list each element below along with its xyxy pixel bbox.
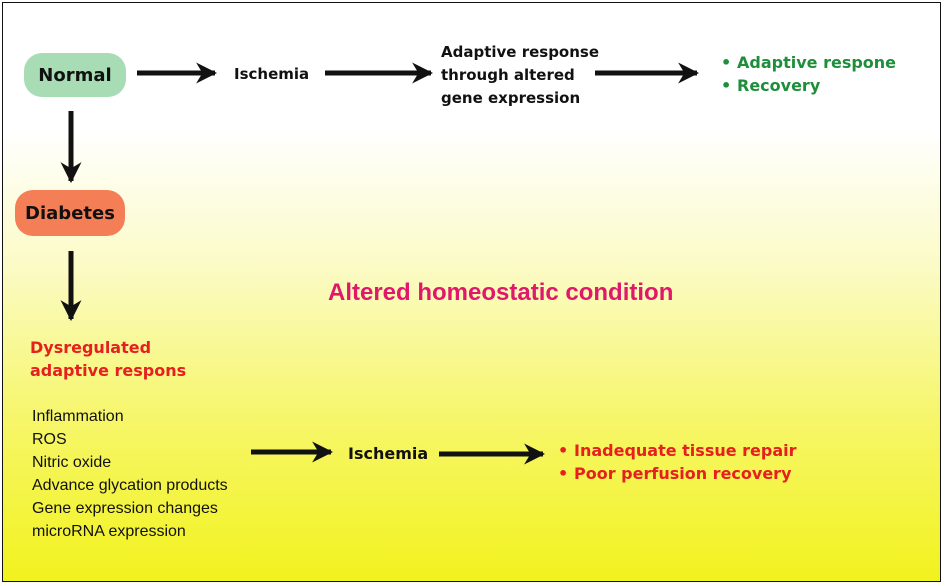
factor-item: Gene expression changes: [32, 500, 218, 517]
adaptive-line: Adaptive response: [441, 43, 600, 61]
factor-item: microRNA expression: [32, 523, 186, 540]
factor-item: Inflammation: [32, 408, 124, 425]
ischemia-top-label: Ischemia: [234, 65, 310, 83]
normal-node: Normal: [24, 53, 126, 97]
bottom-outcome-item: Poor perfusion recovery: [558, 462, 797, 485]
factors-list: Inflammation ROS Nitric oxide Advance gl…: [32, 405, 228, 543]
dysregulated-line: Dysregulated: [30, 338, 152, 357]
ischemia-bottom-label: Ischemia: [348, 444, 429, 463]
factor-item: Advance glycation products: [32, 477, 228, 494]
top-outcome-item: Recovery: [721, 74, 896, 97]
bottom-outcome-item: Inadequate tissue repair: [558, 439, 797, 462]
adaptive-line: gene expression: [441, 89, 581, 107]
dysregulated-label: Dysregulated adaptive respons: [30, 336, 186, 382]
top-outcomes-list: Adaptive respone Recovery: [721, 51, 896, 97]
diabetes-node: Diabetes: [15, 190, 125, 236]
factor-item: Nitric oxide: [32, 454, 112, 471]
bottom-outcomes-list: Inadequate tissue repair Poor perfusion …: [558, 439, 797, 485]
dysregulated-line: adaptive respons: [30, 361, 187, 380]
center-title: Altered homeostatic condition: [328, 279, 674, 306]
adaptive-line: through altered: [441, 66, 575, 84]
adaptive-response-label: Adaptive response through altered gene e…: [441, 41, 599, 110]
top-outcome-item: Adaptive respone: [721, 51, 896, 74]
factor-item: ROS: [32, 431, 67, 448]
arrows-layer: [60, 62, 700, 465]
